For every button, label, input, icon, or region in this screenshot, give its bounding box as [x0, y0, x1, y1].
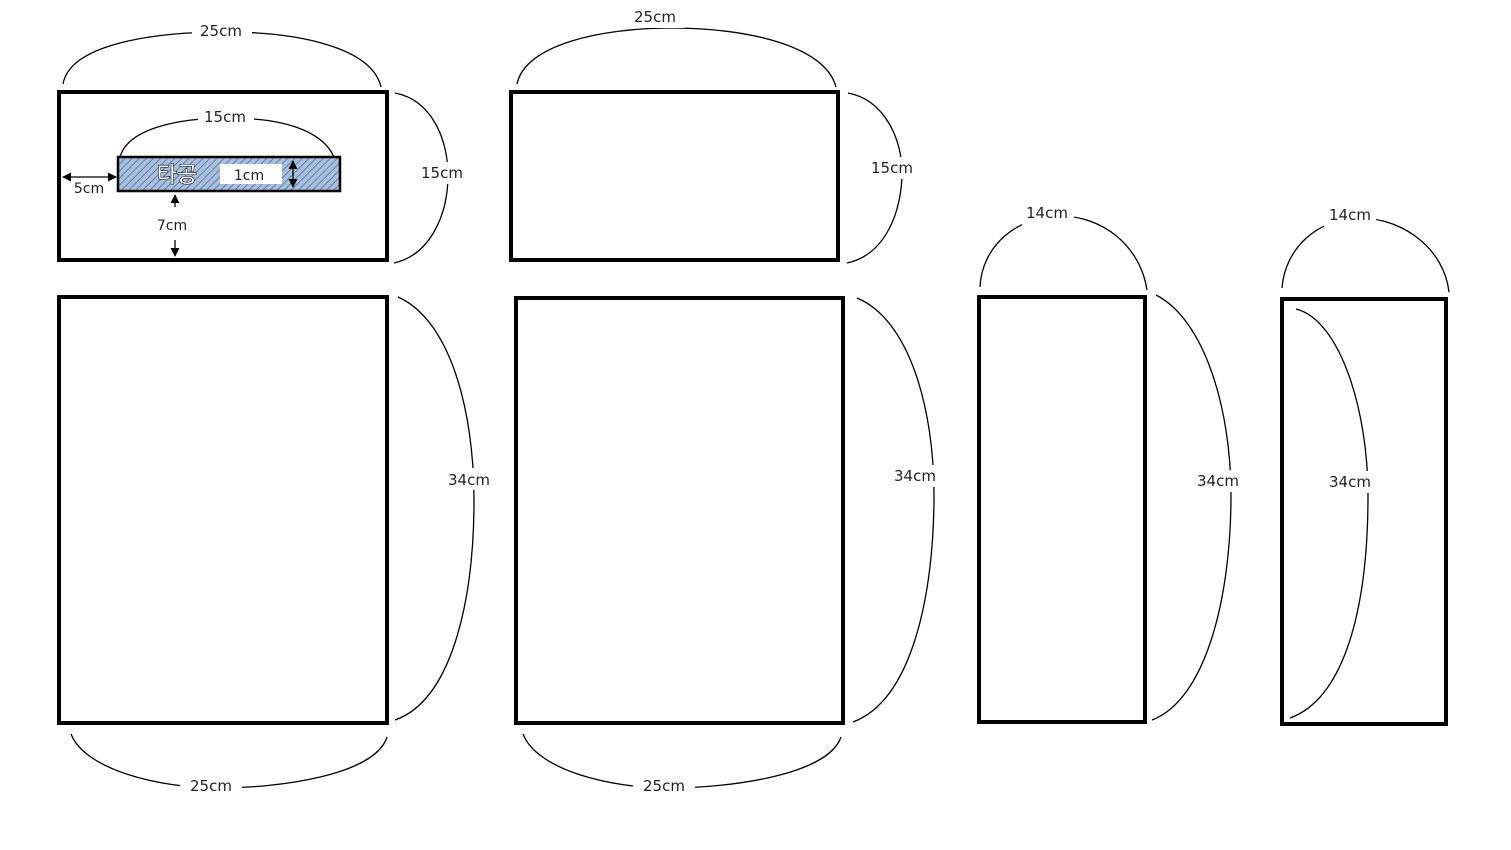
- tag-height-label: 1cm: [234, 168, 264, 184]
- tag-height-label-box: [220, 164, 282, 184]
- bottom-left-panel-group: 34cm 25cm: [57, 295, 496, 797]
- top-middle-width-brace: [516, 27, 837, 88]
- bottom-middle-height-label: 34cm: [894, 467, 936, 485]
- bottom-left-panel: [57, 295, 389, 725]
- tag-text: 타공: [157, 163, 197, 188]
- top-middle-width-label: 25cm: [634, 8, 676, 26]
- top-middle-panel: [509, 90, 840, 262]
- top-left-panel-group: 25cm 15cm 15cm 타공 1cm 5cm 7cm: [57, 20, 468, 264]
- side-a-height-brace: [1151, 294, 1232, 721]
- bottom-left-height-label: 34cm: [448, 471, 490, 489]
- side-a-height-label: 34cm: [1197, 472, 1239, 490]
- side-b-width-brace: [1281, 217, 1450, 293]
- bottom-left-width-label: 25cm: [190, 777, 232, 795]
- bottom-middle-height-brace: [852, 297, 935, 723]
- side-b-panel: [1280, 297, 1448, 726]
- side-a-panel: [977, 295, 1147, 724]
- tag-width-label: 15cm: [204, 108, 246, 126]
- side-b-height-label: 34cm: [1329, 473, 1371, 491]
- side-a-width-label: 14cm: [1026, 204, 1068, 222]
- side-b-height-brace: [1289, 308, 1369, 719]
- tag-bottom-offset-label: 7cm: [157, 218, 187, 234]
- tag-left-offset-label: 5cm: [74, 181, 104, 197]
- side-b-panel-group: 14cm 34cm: [1280, 205, 1450, 726]
- bottom-middle-width-label: 25cm: [643, 777, 685, 795]
- bottom-middle-panel-group: 34cm 25cm: [514, 296, 942, 797]
- side-a-panel-group: 14cm 34cm: [977, 203, 1244, 724]
- bottom-left-height-brace: [394, 296, 475, 721]
- top-middle-height-label: 15cm: [871, 159, 913, 177]
- top-left-width-label: 25cm: [200, 22, 242, 40]
- top-left-height-label: 15cm: [421, 164, 463, 182]
- top-middle-panel-group: 25cm 15cm: [509, 6, 918, 264]
- side-b-width-label: 14cm: [1329, 206, 1371, 224]
- bottom-middle-panel: [514, 296, 845, 725]
- side-a-width-brace: [979, 215, 1148, 291]
